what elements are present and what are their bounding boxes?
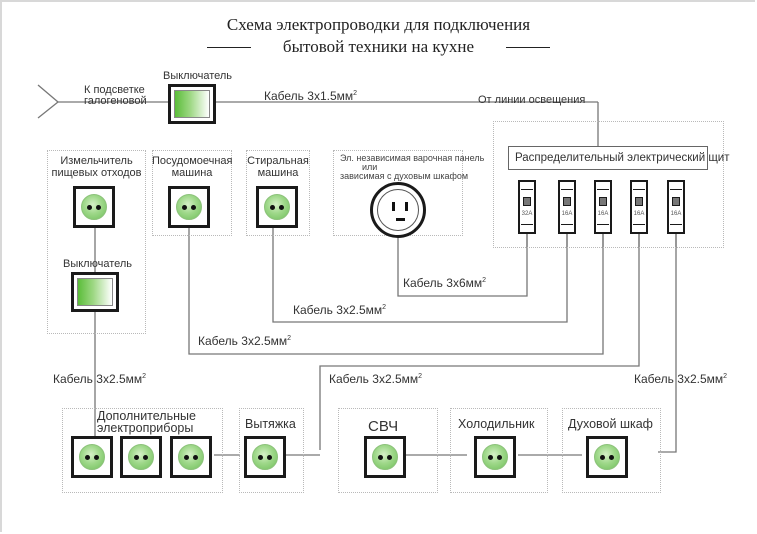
grinder-switch: [71, 272, 119, 312]
cable-label-grinder: Кабель 3х2.5мм2: [53, 372, 147, 386]
extra-appliances-label-2: электроприборы: [97, 421, 194, 435]
microwave-area: [338, 408, 438, 493]
fridge-socket: [474, 436, 516, 478]
breaker-3: 16A: [594, 180, 612, 234]
microwave-label: СВЧ: [368, 418, 399, 435]
extra-socket-2: [120, 436, 162, 478]
hood-socket: [244, 436, 286, 478]
grinder-switch-label: Выключатель: [63, 258, 133, 270]
stove-socket: [370, 182, 426, 238]
washer-label-2: машина: [257, 167, 299, 179]
extra-socket-3: [170, 436, 212, 478]
from-lighting-line-label: От линии освещения: [478, 94, 586, 106]
distribution-panel: Распределительный электрический щит: [508, 146, 729, 170]
wire-oven: [658, 232, 677, 453]
wire-dishwasher: [188, 228, 604, 355]
grinder-label-2: пищевых отходов: [51, 167, 142, 179]
breaker-4: 16A: [630, 180, 648, 234]
halogen-arrow: [37, 84, 60, 119]
cable-label-dishwasher: Кабель 3х2.5мм2: [198, 334, 292, 348]
fridge-label: Холодильник: [458, 417, 535, 431]
oven-label: Духовой шкаф: [568, 417, 653, 431]
breaker-2: 16A: [558, 180, 576, 234]
title-rule-right: [506, 47, 550, 48]
cable-label-washer: Кабель 3х2.5мм2: [293, 303, 387, 317]
oven-socket: [586, 436, 628, 478]
breaker-1: 32A: [518, 180, 536, 234]
stove-label-1: Эл. независимая варочная панель: [340, 153, 485, 163]
washer-area: [246, 150, 310, 236]
distribution-panel-label: Распределительный электрический щит: [515, 152, 730, 164]
lighting-switch: [168, 84, 216, 124]
title-rule-left: [207, 47, 251, 48]
microwave-socket: [364, 436, 406, 478]
dishwasher-label-2: машина: [171, 167, 213, 179]
washer-socket: [256, 186, 298, 228]
wire-washer: [272, 228, 568, 323]
extra-socket-1: [71, 436, 113, 478]
wire-stove: [397, 232, 528, 297]
stove-label-2: или: [362, 162, 378, 172]
stove-label-3: зависимая с духовым шкафом: [340, 171, 469, 181]
halogen-label-2: галогеновой: [84, 95, 147, 107]
diagram-title-line2: бытовой техники на кухне: [282, 37, 475, 56]
halogen-label-1: К подсветке: [84, 84, 145, 96]
cable-label-hood: Кабель 3х2.5мм2: [329, 372, 423, 386]
lighting-switch-label: Выключатель: [163, 70, 233, 82]
cable-label-oven: Кабель 3х2.5мм2: [634, 372, 728, 386]
washer-label-1: Стиральная: [247, 155, 309, 167]
fridge-area: [450, 408, 548, 493]
wire-hood: [319, 232, 640, 450]
diagram-title-line1: Схема электропроводки для подключения: [226, 15, 531, 34]
dishwasher-label-1: Посудомоечная: [152, 155, 233, 167]
dishwasher-area: [152, 150, 232, 236]
grinder-socket: [73, 186, 115, 228]
hood-area: [239, 408, 304, 493]
dishwasher-socket: [168, 186, 210, 228]
grinder-area: [47, 150, 146, 334]
cable-label-lighting: Кабель 3х1.5мм2: [264, 89, 358, 103]
grinder-label-1: Измельчитель: [60, 155, 133, 167]
oven-area: [562, 408, 661, 493]
panel-area: [493, 121, 724, 248]
cable-label-6mm: Кабель 3х6мм2: [403, 276, 487, 290]
hood-label: Вытяжка: [245, 417, 296, 431]
breaker-5: 16A: [667, 180, 685, 234]
extra-appliances-area: [62, 408, 223, 493]
extra-appliances-label-1: Дополнительные: [97, 409, 196, 423]
